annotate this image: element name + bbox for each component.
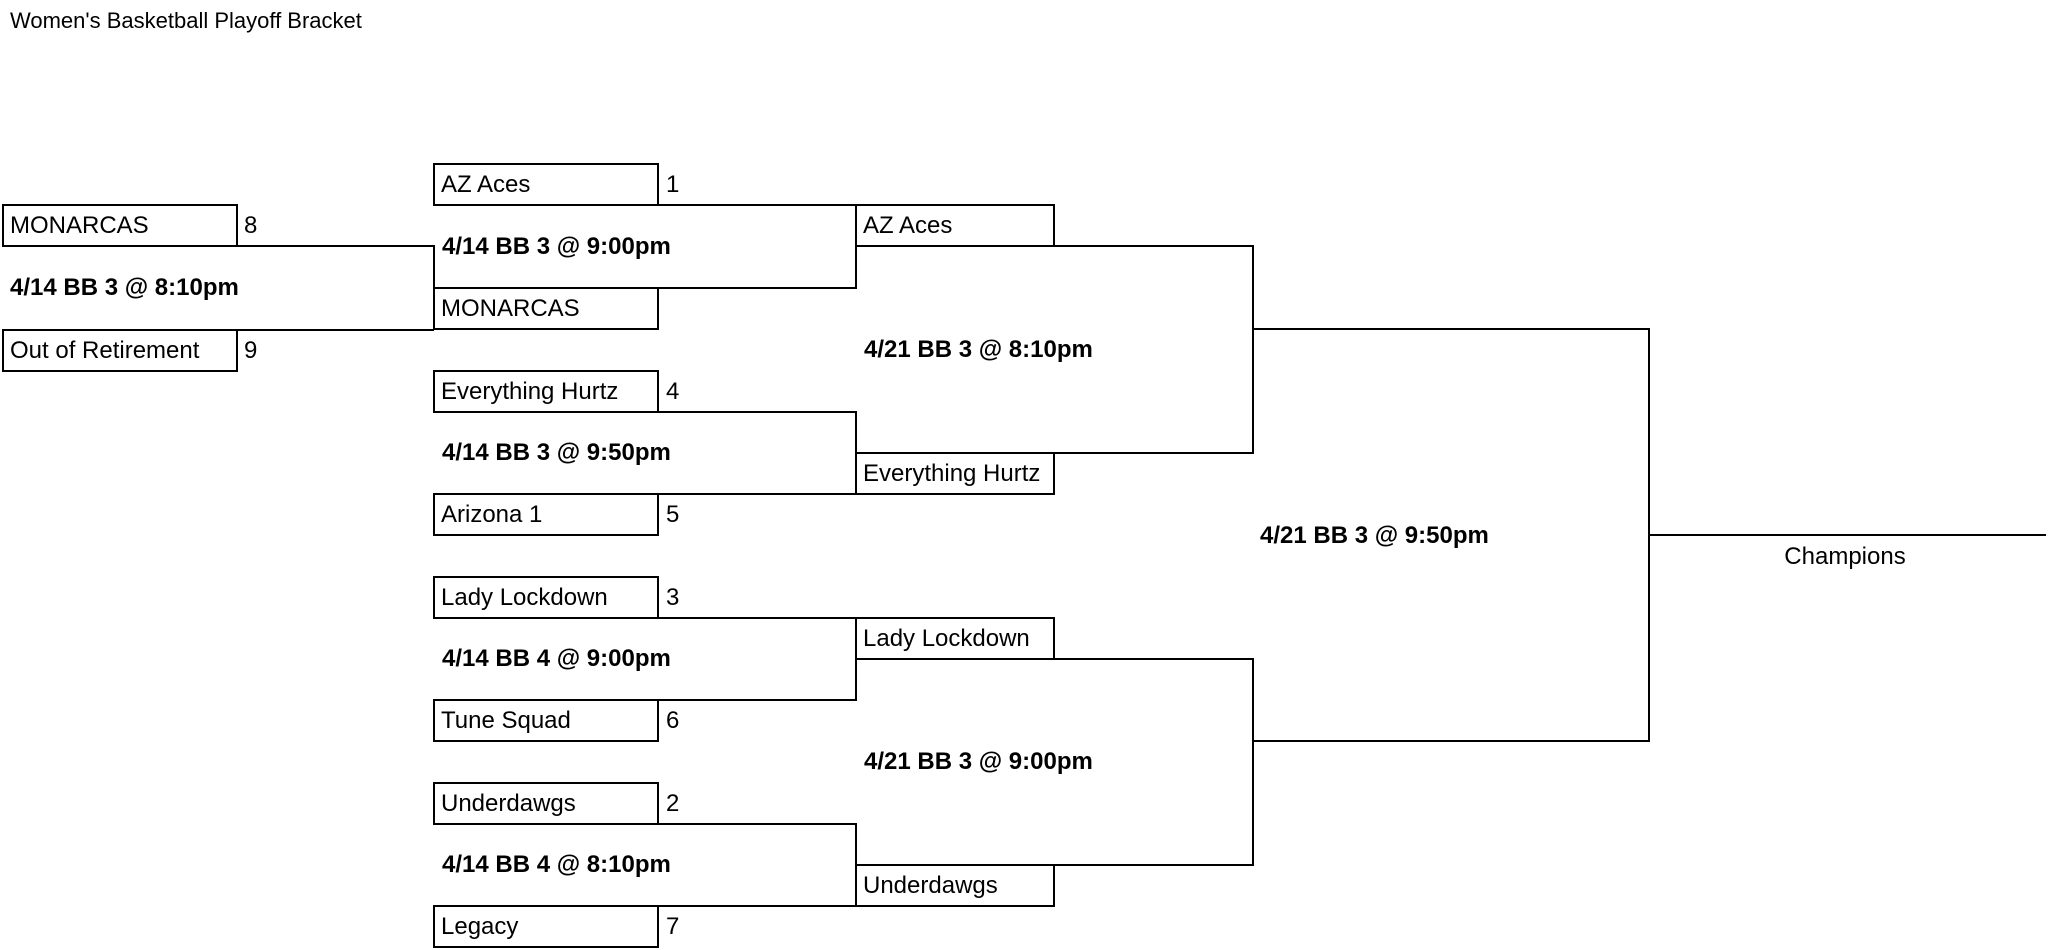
champions-label: Champions bbox=[1784, 543, 1906, 570]
qf3-connector bbox=[658, 617, 857, 701]
qf2-bottom-box bbox=[433, 493, 659, 536]
sf2-top-box bbox=[855, 617, 1055, 660]
qf4-top-box bbox=[433, 782, 659, 825]
qf4-top-seed: 2 bbox=[666, 790, 680, 817]
qf1-bottom-box bbox=[433, 287, 659, 330]
qf1-top-seed: 1 bbox=[666, 171, 680, 198]
qf3-bottom-box bbox=[433, 699, 659, 742]
qf3-top-team: Lady Lockdown bbox=[441, 584, 608, 611]
qf3-top-seed: 3 bbox=[666, 584, 680, 611]
play-in-bottom-box bbox=[2, 329, 238, 372]
qf1-bottom-team: MONARCAS bbox=[441, 295, 580, 322]
play-in-connector bbox=[237, 245, 435, 288]
qf4-game-label: 4/14 BB 4 @ 8:10pm bbox=[442, 851, 671, 878]
qf3-bottom-seed: 6 bbox=[666, 707, 680, 734]
sf1-game-label: 4/21 BB 3 @ 8:10pm bbox=[864, 336, 1093, 363]
qf2-top-seed: 4 bbox=[666, 378, 680, 405]
sf1-top-team: AZ Aces bbox=[863, 212, 953, 239]
qf2-connector bbox=[658, 411, 857, 495]
qf1-game-label: 4/14 BB 3 @ 9:00pm bbox=[442, 233, 671, 260]
qf4-top-team: Underdawgs bbox=[441, 790, 576, 817]
qf4-bottom-seed: 7 bbox=[666, 913, 680, 940]
sf1-bottom-box bbox=[855, 452, 1055, 495]
sf2-game-label: 4/21 BB 3 @ 9:00pm bbox=[864, 748, 1093, 775]
qf2-bottom-seed: 5 bbox=[666, 501, 680, 528]
sf1-connector bbox=[1054, 245, 1254, 454]
sf2-bottom-box bbox=[855, 864, 1055, 907]
page-title: Women's Basketball Playoff Bracket bbox=[10, 8, 362, 33]
sf1-bottom-team: Everything Hurtz bbox=[863, 460, 1041, 487]
play-in-bottom-seed: 9 bbox=[244, 337, 258, 364]
qf4-bottom-box bbox=[433, 905, 659, 948]
qf3-game-label: 4/14 BB 4 @ 9:00pm bbox=[442, 645, 671, 672]
qf2-bottom-team: Arizona 1 bbox=[441, 501, 543, 528]
sf2-top-team: Lady Lockdown bbox=[863, 625, 1030, 652]
qf2-game-label: 4/14 BB 3 @ 9:50pm bbox=[442, 439, 671, 466]
play-in-top-box bbox=[2, 204, 238, 247]
play-in-game-label: 4/14 BB 3 @ 8:10pm bbox=[10, 274, 239, 301]
final-game-label: 4/21 BB 3 @ 9:50pm bbox=[1260, 522, 1489, 549]
qf2-top-box bbox=[433, 370, 659, 413]
qf3-bottom-team: Tune Squad bbox=[441, 707, 571, 734]
qf1-top-box bbox=[433, 163, 659, 206]
play-in-top-seed: 8 bbox=[244, 212, 258, 239]
play-in-top-team: MONARCAS bbox=[10, 212, 149, 239]
qf1-top-team: AZ Aces bbox=[441, 171, 531, 198]
sf2-bottom-team: Underdawgs bbox=[863, 872, 998, 899]
qf2-top-team: Everything Hurtz bbox=[441, 378, 619, 405]
qf4-bottom-team: Legacy bbox=[441, 913, 519, 940]
play-in-bottom-team: Out of Retirement bbox=[10, 337, 200, 364]
sf1-top-box bbox=[855, 204, 1055, 247]
sf2-connector bbox=[1054, 658, 1254, 866]
qf3-top-box bbox=[433, 576, 659, 619]
qf1-connector bbox=[658, 204, 857, 289]
qf4-connector bbox=[658, 823, 857, 907]
